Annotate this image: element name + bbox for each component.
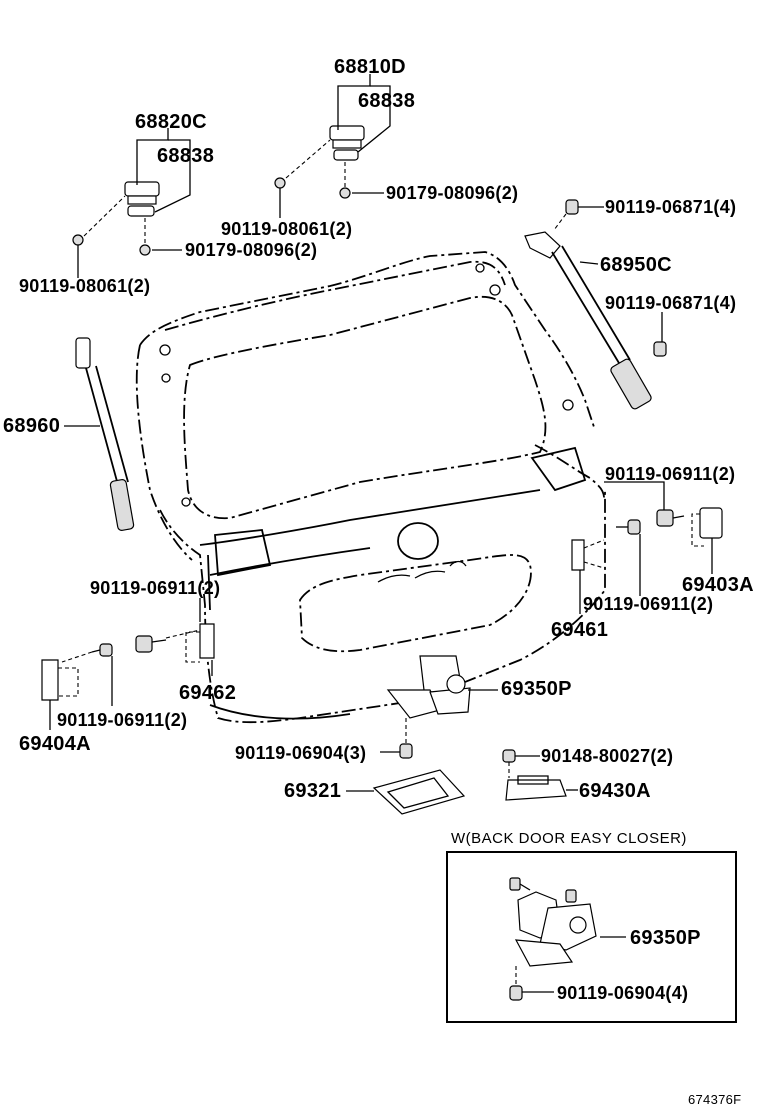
right-lock-parts	[571, 481, 723, 614]
label-90119-06911-left-top: 90119-06911(2)	[90, 578, 221, 598]
gas-strut-left	[64, 337, 135, 531]
label-90119-08061-right: 90119-08061(2)	[221, 219, 353, 239]
label-69321: 69321	[284, 780, 342, 802]
label-68960: 68960	[3, 415, 61, 437]
label-68838-left: 68838	[157, 145, 215, 167]
label-90119-06904-4: 90119-06904(4)	[557, 983, 689, 1003]
label-69461: 69461	[551, 619, 609, 641]
door-lock-assembly	[380, 655, 498, 759]
label-69430A: 69430A	[579, 780, 651, 802]
label-68950C: 68950C	[600, 254, 672, 276]
handle-assembly	[346, 769, 466, 815]
label-69350P-inset: 69350P	[630, 927, 701, 949]
label-90179-left: 90179-08096(2)	[185, 240, 318, 260]
label-69462: 69462	[179, 682, 237, 704]
label-90148: 90148-80027(2)	[541, 746, 674, 766]
label-68820C: 68820C	[135, 111, 207, 133]
gas-strut-right	[524, 199, 667, 410]
inset-box	[446, 851, 737, 1023]
hinge-right	[274, 125, 365, 199]
label-69403A: 69403A	[682, 574, 754, 596]
label-90119-08061-left: 90119-08061(2)	[19, 276, 151, 296]
left-lock-parts	[41, 598, 215, 730]
label-69404A: 69404A	[19, 733, 91, 755]
label-90179-right: 90179-08096(2)	[386, 183, 519, 203]
label-90119-06871-top: 90119-06871(4)	[605, 197, 737, 217]
back-door-panel	[135, 251, 606, 724]
label-68838-right: 68838	[358, 90, 416, 112]
drawing-code: 674376F	[688, 1092, 742, 1107]
label-90119-06871-mid: 90119-06871(4)	[605, 293, 737, 313]
label-90119-06911-left-bottom: 90119-06911(2)	[57, 710, 188, 730]
striker-assembly	[502, 749, 578, 801]
label-90119-06911-right-bottom: 90119-06911(2)	[583, 594, 714, 614]
inset-title: W(BACK DOOR EASY CLOSER)	[451, 830, 687, 847]
label-90119-06904-3: 90119-06904(3)	[235, 743, 367, 763]
label-68810D: 68810D	[334, 56, 406, 78]
label-90119-06911-right-top: 90119-06911(2)	[605, 464, 736, 484]
label-69350P: 69350P	[501, 678, 572, 700]
hinge-left	[72, 181, 160, 256]
